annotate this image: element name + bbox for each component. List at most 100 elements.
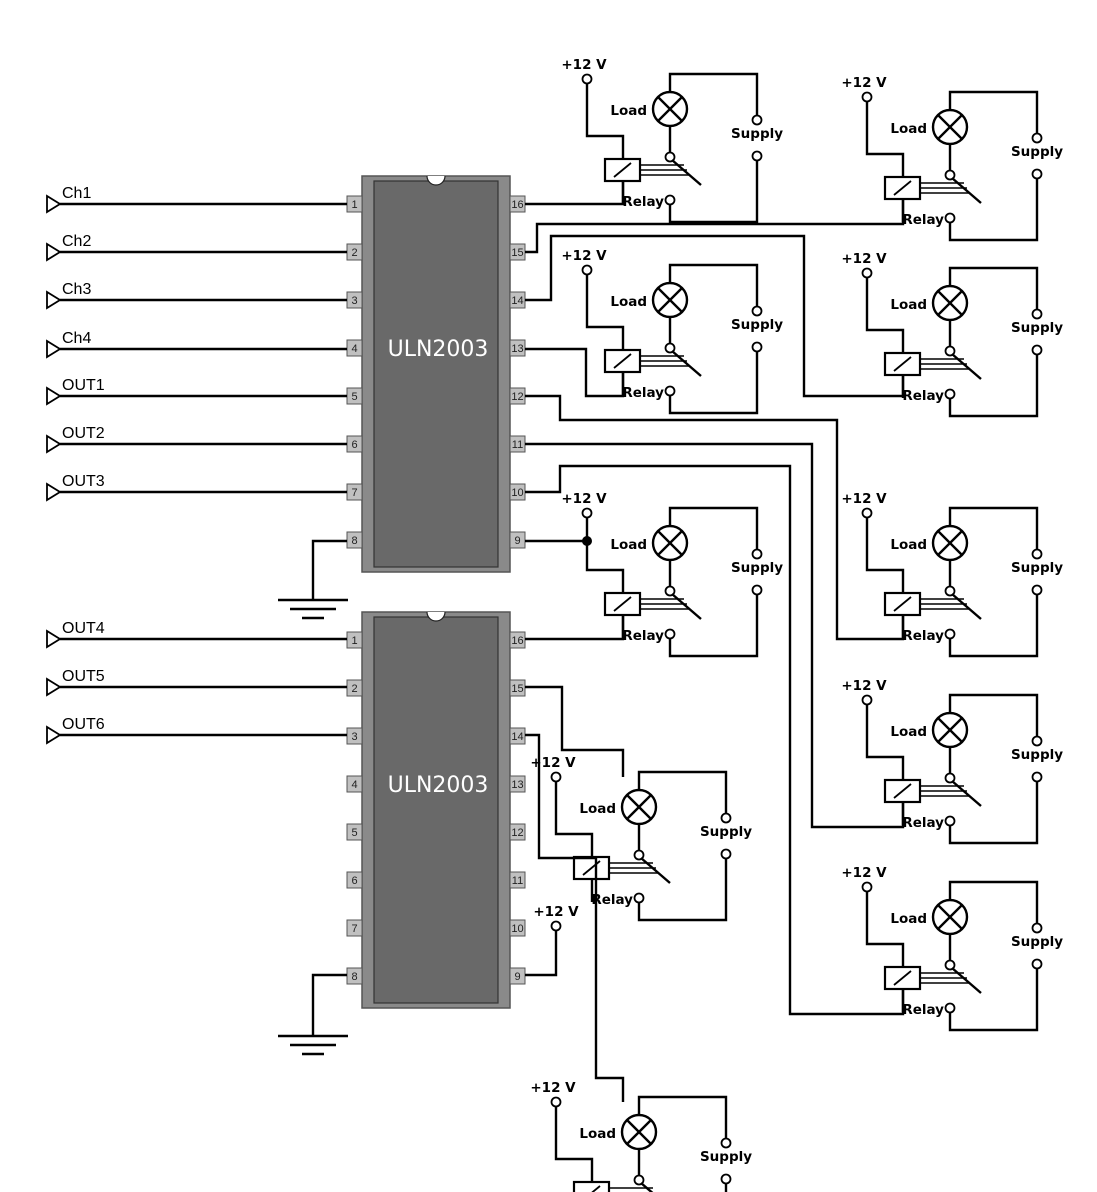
input-label: Ch3 [62,281,91,298]
supply-terminal [1031,771,1043,783]
pin [346,775,363,793]
input-arrow [46,290,62,310]
v12-terminal [550,771,562,783]
pin-number: 3 [351,731,357,743]
switch-terminal [944,959,956,971]
supply-terminal [751,114,763,126]
coil-wire [865,277,905,353]
load-label: Load [610,294,647,310]
lamp-cross [937,530,963,556]
input-label: Ch1 [62,185,91,202]
supply-terminal [1031,958,1043,970]
input-label: Ch4 [62,330,91,347]
switch-terminal [633,1174,645,1186]
switch-arm [951,780,982,807]
v12-terminal [861,507,873,519]
pin-number: 11 [512,875,523,887]
input-channel: OUT5 [46,668,347,697]
chip-notch [426,611,446,622]
supply-wire [668,352,759,415]
pin-number: 6 [351,875,357,887]
coil-slash [893,596,912,612]
output-wire [525,347,625,398]
load-label: Load [890,121,927,137]
coil-slash [613,353,632,369]
supply-label: Supply [731,126,783,142]
pin [346,871,363,889]
supply-label: Supply [731,317,783,333]
pin-number: 7 [351,487,357,499]
relay-terminal [664,194,676,206]
switch-arm [951,593,982,620]
output-wire [525,181,625,206]
supply-voltage-label: +12 V [561,248,607,264]
relay-terminal [664,385,676,397]
switch-arm [640,1182,654,1192]
relay-label: Relay [902,1002,944,1018]
output-wire [525,442,905,829]
input-channel: Ch4 [46,330,347,359]
lamp-cross [626,794,652,820]
load-wire [948,266,1039,309]
input-arrow [46,339,62,359]
coil-wire [865,704,905,780]
pin [346,823,363,841]
lamp-cross [937,290,963,316]
supply-voltage-label: +12 V [530,755,576,771]
output-wire [525,733,625,1102]
coil-wire [865,891,905,967]
lamp-cross [626,1119,652,1145]
switch-terminal [633,849,645,861]
supply-terminal [751,305,763,317]
ground-wire [311,973,347,1036]
input-label: Ch2 [62,233,91,250]
pin-number: 13 [511,343,523,355]
pin [509,871,526,889]
supply-terminal [1031,548,1043,560]
input-channel: OUT1 [46,377,347,406]
pin-number: 14 [511,731,523,743]
load-wire [948,90,1039,133]
switch-terminal [664,342,676,354]
supply-terminal [720,1137,732,1149]
coil-slash [893,356,912,372]
output-wire [525,464,905,1016]
pin-number: 14 [511,295,523,307]
supply-label: Supply [1011,934,1063,950]
input-arrow [46,434,62,454]
v12-terminal [581,507,593,519]
switch-arm [951,177,982,204]
supply-wire [668,161,759,224]
pin-number: 8 [351,971,357,983]
supply-terminal [751,341,763,353]
input-arrow [46,629,62,649]
load-label: Load [579,801,616,817]
pin [509,775,526,793]
switch-arm [671,159,702,186]
common-wire [525,930,558,977]
pin-number: 2 [351,683,357,695]
lamp-cross [657,287,683,313]
v12-terminal [550,920,562,932]
junction-dot [582,536,592,546]
pin-number: 2 [351,247,357,259]
supply-point: +12 V [533,904,579,932]
relay-label: Relay [902,388,944,404]
v12-terminal [550,1096,562,1108]
pin-number: 4 [351,343,357,355]
pin-number: 1 [351,635,357,647]
load-wire [948,506,1039,549]
supply-terminal [1031,735,1043,747]
supply-label: Supply [1011,144,1063,160]
switch-terminal [944,585,956,597]
supply-terminal [720,1173,732,1185]
input-arrow [46,386,62,406]
input-arrow [46,725,62,745]
load-wire [668,72,759,115]
pin-number: 16 [511,635,523,647]
supply-voltage-label: +12 V [561,57,607,73]
coil-slash [893,783,912,799]
